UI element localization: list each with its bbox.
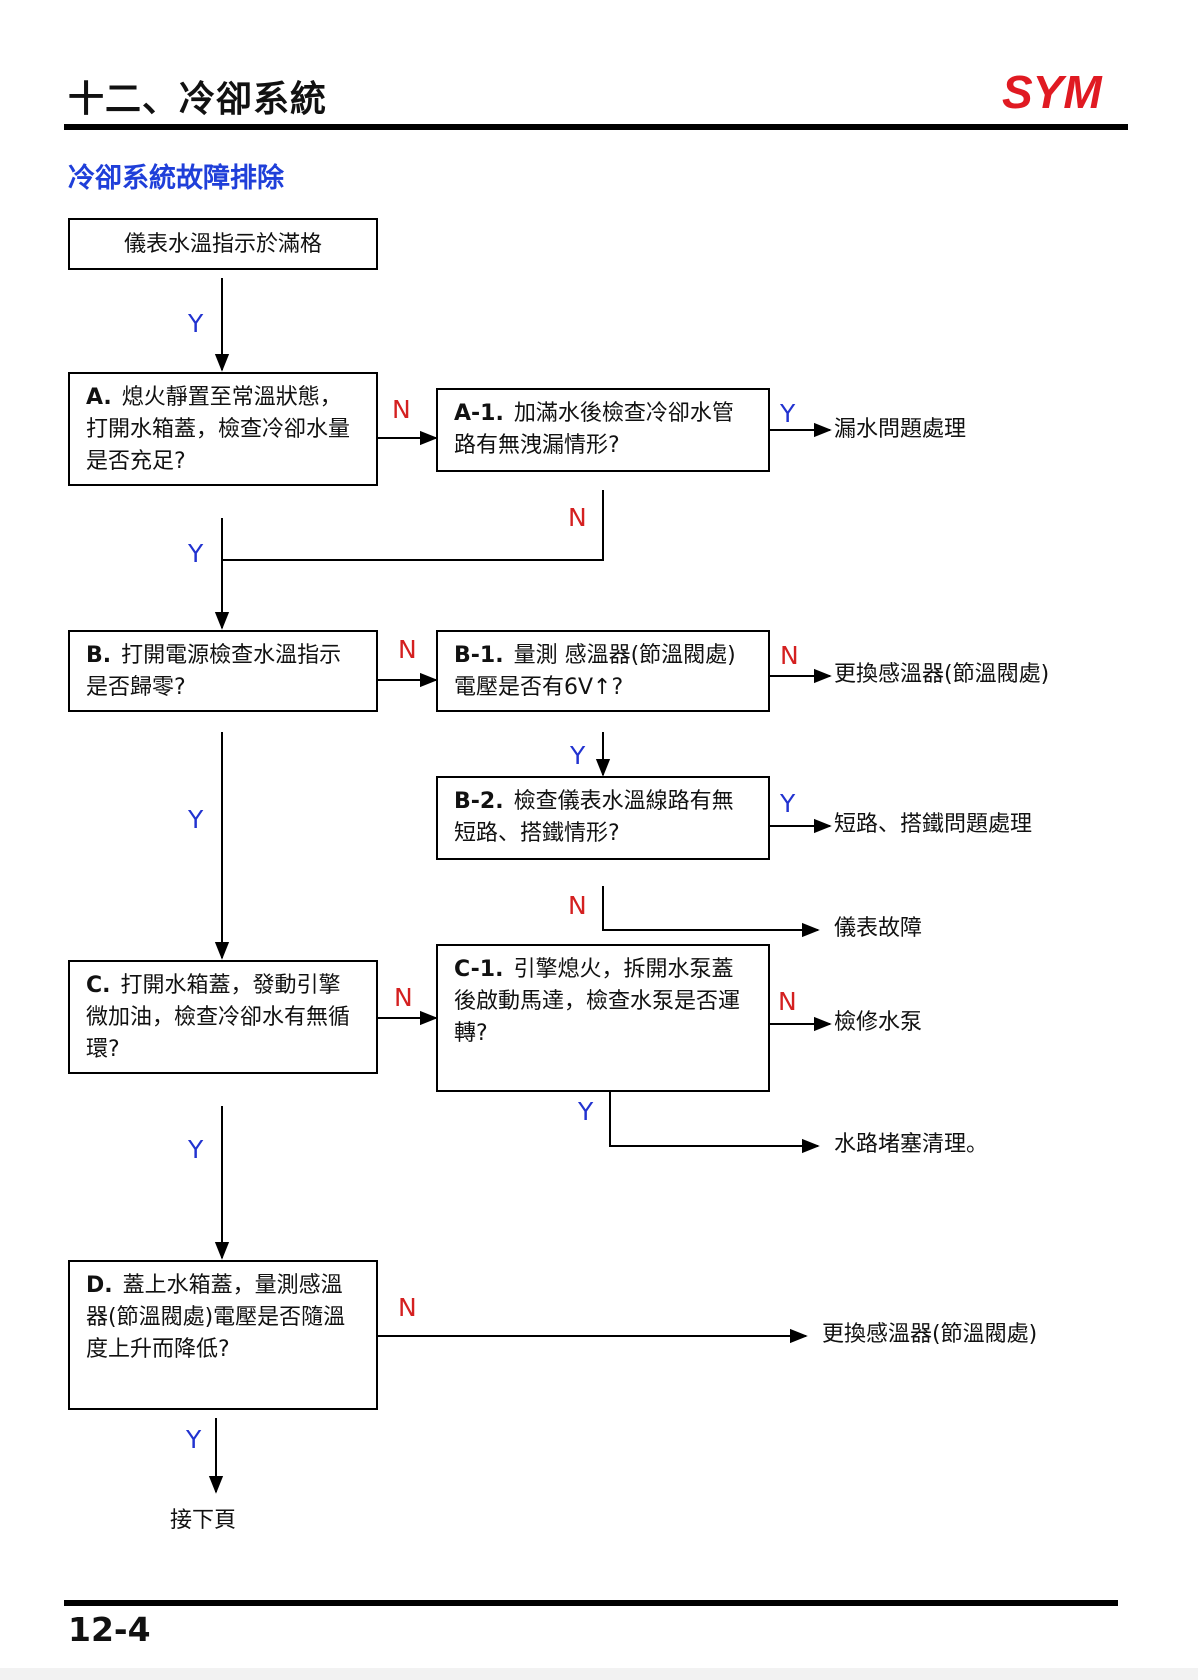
header-rule [64,124,1128,130]
label-yes-c1: Y [578,1097,594,1126]
label-yes-a: Y [188,539,204,568]
step-c-text: 打開水箱蓋，發動引擎微加油，檢查冷卻水有無循環? [86,973,351,1062]
label-yes-b: Y [188,805,204,834]
label-yes-d: Y [186,1425,202,1454]
label-no-a: N [392,395,411,424]
arrow-b2-to-meter [602,886,820,938]
label-no-b: N [398,635,417,664]
label-yes-start: Y [188,309,204,338]
step-b1-box: B-1.量測 感溫器(節溫閥處) 電壓是否有6V↑? [436,630,770,712]
outcome-repair-pump: 檢修水泵 [834,1010,923,1035]
label-no-b2: N [568,891,587,920]
step-d-text: 蓋上水箱蓋，量測感溫器(節溫閥處)電壓是否隨溫度上升而降低? [86,1273,346,1362]
page-number: 12-4 [68,1610,151,1649]
label-no-c1: N [778,987,797,1016]
outcome-short-circuit: 短路、搭鐵問題處理 [834,812,1033,837]
outcome-clear-blockage: 水路堵塞清理。 [834,1132,989,1157]
step-d-code: D. [86,1273,113,1298]
step-c1-code: C-1. [454,957,504,982]
step-b-code: B. [86,643,112,668]
sym-logo-text: SYM [1002,66,1103,118]
step-b-text: 打開電源檢查水溫指示是否歸零? [86,643,342,700]
footer-rule [64,1600,1118,1606]
step-a-code: A. [86,385,112,410]
step-d-box: D.蓋上水箱蓋，量測感溫器(節溫閥處)電壓是否隨溫度上升而降低? [68,1260,378,1410]
outcome-replace-sensor-1: 更換感溫器(節溫閥處) [834,662,1050,687]
sym-logo: SYM [1002,66,1103,118]
step-c1-box: C-1.引擎熄火，拆開水泵蓋後啟動馬達，檢查水泵是否運轉? [436,944,770,1092]
step-c1-text: 引擎熄火，拆開水泵蓋後啟動馬達，檢查水泵是否運轉? [454,957,741,1046]
arrow-c1-to-blockage [609,1092,820,1154]
line-a1-n-merge [222,490,604,561]
step-a-text: 熄火靜置至常溫狀態，打開水箱蓋，檢查冷卻水量是否充足? [86,385,351,474]
step-b1-text: 量測 感溫器(節溫閥處) 電壓是否有6V↑? [454,643,736,700]
label-yes-a1: Y [780,399,796,428]
step-b2-text: 檢查儀表水溫線路有無短路、搭鐵情形? [454,789,734,846]
step-start-box: 儀表水溫指示於滿格 [68,218,378,270]
outcome-meter-fault: 儀表故障 [834,916,923,941]
label-yes-c: Y [188,1135,204,1164]
chapter-title: 十二、冷卻系統 [68,79,328,120]
label-no-c: N [394,983,413,1012]
step-b1-code: B-1. [454,643,504,668]
step-c-box: C.打開水箱蓋，發動引擎微加油，檢查冷卻水有無循環? [68,960,378,1074]
step-c-code: C. [86,973,111,998]
step-b2-code: B-2. [454,789,504,814]
outcome-leak: 漏水問題處理 [834,417,967,442]
label-yes-b2: Y [780,789,796,818]
step-a-box: A.熄火靜置至常溫狀態，打開水箱蓋，檢查冷卻水量是否充足? [68,372,378,486]
outcome-replace-sensor-2: 更換感溫器(節溫閥處) [822,1322,1038,1347]
step-a1-code: A-1. [454,401,504,426]
section-title: 冷卻系統故障排除 [68,163,284,194]
label-no-b1: N [780,641,799,670]
step-b2-box: B-2.檢查儀表水溫線路有無短路、搭鐵情形? [436,776,770,860]
step-a1-text: 加滿水後檢查冷卻水管路有無洩漏情形? [454,401,734,458]
footer-shade [0,1668,1198,1680]
step-a1-box: A-1.加滿水後檢查冷卻水管路有無洩漏情形? [436,388,770,472]
label-yes-b1: Y [570,741,586,770]
label-no-d: N [398,1293,417,1322]
outcome-next-page: 接下頁 [170,1508,237,1533]
step-start-text: 儀表水溫指示於滿格 [123,232,322,257]
step-b-box: B.打開電源檢查水溫指示是否歸零? [68,630,378,712]
label-no-a1: N [568,503,587,532]
